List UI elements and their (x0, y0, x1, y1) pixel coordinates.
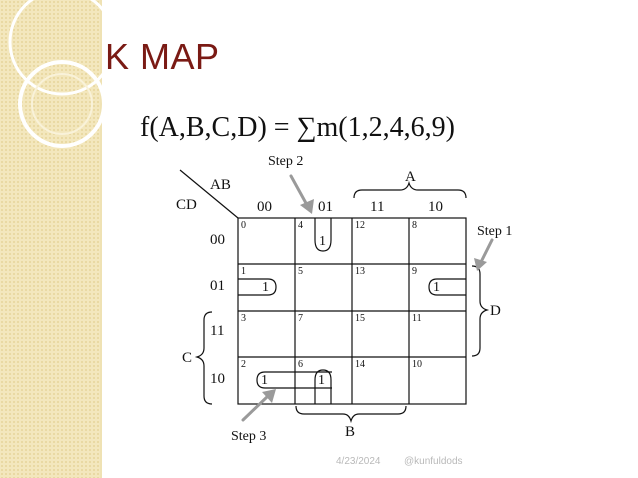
slide-title: K MAP (105, 36, 220, 77)
row-header-11: 11 (210, 323, 224, 339)
col-header-00: 00 (257, 199, 272, 215)
step-2-label: Step 2 (268, 154, 303, 169)
brace-label-c: C (182, 350, 192, 366)
kmap-grid (237, 217, 467, 405)
col-header-10: 10 (428, 199, 443, 215)
brace-a (353, 180, 467, 199)
cell-number-m8: 8 (412, 220, 417, 231)
step-2-arrow-shaft (289, 174, 309, 207)
cell-number-m15: 15 (355, 313, 365, 324)
cell-number-m1: 1 (241, 266, 246, 277)
one-m4: 1 (319, 234, 326, 249)
cell-number-m7: 7 (298, 313, 303, 324)
cell-number-m4: 4 (298, 220, 303, 231)
decorative-sidebar (0, 0, 100, 478)
cell-number-m5: 5 (298, 266, 303, 277)
step-1-label: Step 1 (477, 224, 512, 239)
cell-number-m10: 10 (412, 359, 422, 370)
one-m2: 1 (261, 373, 268, 388)
decor-circle-top (8, 0, 116, 96)
brace-c (194, 311, 213, 405)
col-header-11: 11 (370, 199, 384, 215)
brace-label-d: D (490, 303, 501, 319)
row-header-00: 00 (210, 232, 225, 248)
cell-number-m11: 11 (412, 313, 422, 324)
one-m1: 1 (262, 280, 269, 295)
group-step1-right (428, 278, 466, 296)
cell-number-m3: 3 (241, 313, 246, 324)
group-step3-horizontal (256, 371, 332, 389)
cell-number-m2: 2 (241, 359, 246, 370)
step-1-arrow-head (474, 258, 487, 271)
footer-date: 4/23/2024 (336, 456, 381, 467)
boolean-function: f(A,B,C,D) = ∑m(1,2,4,6,9) (140, 112, 455, 143)
corner-label-cd: CD (176, 197, 197, 213)
corner-diagonal (179, 169, 239, 219)
decor-circle-middle (18, 60, 106, 148)
row-header-01: 01 (210, 278, 225, 294)
row-header-10: 10 (210, 371, 225, 387)
footer-author: @kunfuldods (404, 456, 463, 467)
one-m9: 1 (433, 280, 440, 295)
cell-number-m9: 9 (412, 266, 417, 277)
corner-label-ab: AB (210, 177, 231, 193)
brace-b (295, 405, 407, 424)
cell-number-m0: 0 (241, 220, 246, 231)
brace-label-a: A (405, 169, 416, 185)
step-1-arrow-shaft (479, 238, 494, 264)
brace-d (471, 265, 490, 357)
group-step1-left (238, 278, 277, 296)
group-step2-bottom (314, 369, 332, 404)
step-3-arrow-head (262, 389, 276, 403)
decor-circle-inner (31, 73, 93, 135)
group-step2-top (314, 218, 332, 252)
one-m6: 1 (318, 373, 325, 388)
step-2-arrow-head (300, 199, 314, 214)
cell-number-m6: 6 (298, 359, 303, 370)
cell-number-m12: 12 (355, 220, 365, 231)
step-3-label: Step 3 (231, 429, 266, 444)
cell-number-m14: 14 (355, 359, 365, 370)
brace-label-b: B (345, 424, 355, 440)
cell-number-m13: 13 (355, 266, 365, 277)
col-header-01: 01 (318, 199, 333, 215)
sidebar-divider (100, 0, 102, 478)
step-3-arrow-shaft (241, 394, 270, 422)
